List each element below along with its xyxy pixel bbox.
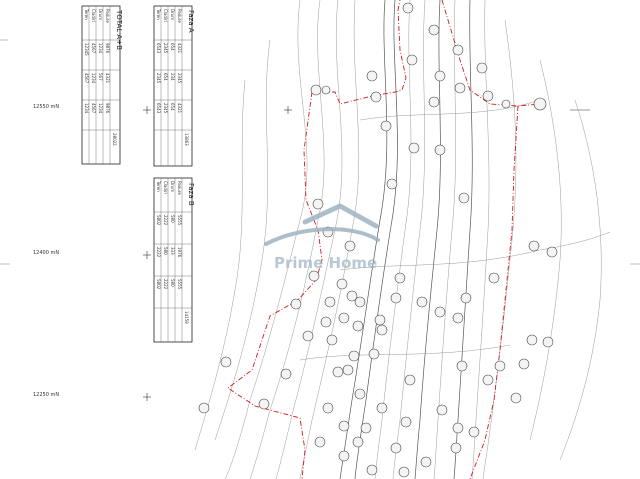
table-cell: Padure [177, 9, 182, 23]
table-cell: Teren [156, 8, 161, 20]
table-cell: 1976 [177, 247, 182, 258]
table-cell: 6543 [156, 103, 161, 114]
prime-home-watermark: Prime Home [264, 203, 380, 272]
table-cell: 654 [163, 73, 168, 81]
table-faza-b: Faza B Teren Cladiri Drum Padure 5802 22… [153, 177, 195, 343]
table-cell: 2345 [177, 73, 182, 84]
table-cell: 1234 [91, 73, 96, 84]
grid-coord-label: 12400 mN [33, 250, 59, 256]
table-cell: 580 [170, 215, 175, 223]
table-cell: 5555 [177, 279, 182, 290]
table-cell: Teren [156, 180, 161, 192]
table-cell: 1234 [98, 103, 103, 114]
table-cell: 28022 [112, 133, 117, 146]
table-cell: 2222 [163, 279, 168, 290]
table-cell: 5802 [156, 279, 161, 290]
table-total-ab: TOTAL A+B Teren Cladiri Drum Padure 1234… [81, 5, 123, 165]
table-cell: Teren [84, 8, 89, 20]
table-cell: 580 [170, 279, 175, 287]
table-cell: 2222 [156, 247, 161, 258]
table-title: Faza B [187, 183, 195, 206]
table-cell: 4567 [91, 43, 96, 54]
table-cell: 2345 [156, 73, 161, 84]
table-cell: 13863 [184, 133, 189, 146]
table-cell: Cladiri [163, 9, 168, 22]
table-cell: 4567 [84, 73, 89, 84]
topographic-contours [194, 0, 611, 479]
table-cell: 2345 [163, 103, 168, 114]
table-cell: 9876 [105, 43, 110, 54]
table-cell: 567 [98, 73, 103, 81]
table-cell: 333 [170, 247, 175, 255]
table-cell: Drum [170, 9, 175, 20]
table-faza-a: Faza A Teren Cladiri Drum Padure 6543 23… [153, 5, 195, 167]
property-boundary [227, 0, 541, 479]
table-cell: 654 [170, 43, 175, 51]
table-cell: 14159 [184, 311, 189, 324]
table-cell: Drum [170, 181, 175, 192]
table-cell: Padure [105, 9, 110, 23]
grid-coord-label: 12250 mN [33, 392, 59, 398]
table-cell: 2345 [163, 43, 168, 54]
table-cell: 4321 [105, 73, 110, 84]
table-cell: 9876 [105, 103, 110, 114]
table-cell: Cladiri [163, 181, 168, 194]
table-cell: 1234 [84, 103, 89, 114]
table-cell: 5802 [156, 215, 161, 226]
table-cell: 234 [170, 73, 175, 81]
table-cell: 1234 [98, 43, 103, 54]
table-title: TOTAL A+B [115, 9, 123, 50]
table-cell: 4321 [177, 103, 182, 114]
table-cell: Cladiri [91, 9, 96, 22]
table-cell: 6543 [156, 43, 161, 54]
table-cell: 12345 [84, 43, 89, 56]
table-cell: Padure [177, 181, 182, 195]
table-cell: 4321 [177, 43, 182, 54]
watermark-text: Prime Home [274, 254, 377, 272]
table-cell: Drum [98, 9, 103, 20]
grid-coord-label: 12550 mN [33, 104, 59, 110]
table-cell: 2222 [163, 215, 168, 226]
tree-symbols [198, 2, 558, 478]
table-cell: 5555 [177, 215, 182, 226]
grid-crosses [143, 106, 590, 401]
table-cell: 4567 [91, 103, 96, 114]
table-cell: 580 [163, 247, 168, 255]
table-cell: 654 [170, 103, 175, 111]
table-title: Faza A [187, 10, 195, 33]
